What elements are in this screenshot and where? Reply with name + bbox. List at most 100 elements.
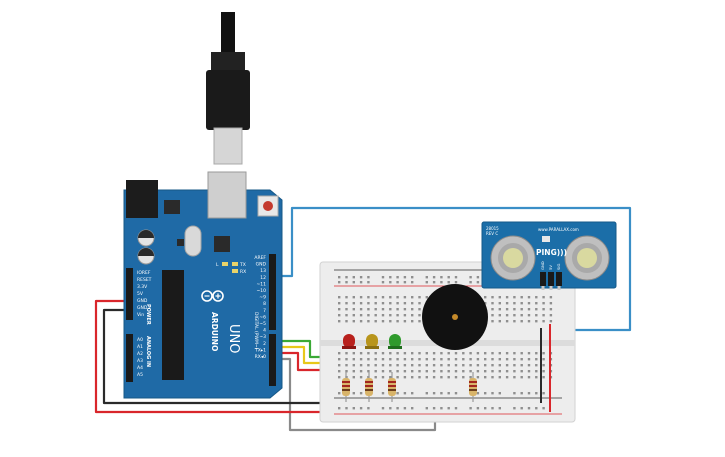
breadboard-hole[interactable] — [520, 302, 523, 305]
breadboard-hole[interactable] — [389, 352, 392, 355]
breadboard-hole[interactable] — [491, 364, 494, 367]
breadboard-hole[interactable] — [513, 352, 516, 355]
breadboard-hole[interactable] — [411, 407, 414, 410]
breadboard-hole[interactable] — [374, 320, 377, 323]
breadboard-hole[interactable] — [411, 376, 414, 379]
breadboard-hole[interactable] — [505, 352, 509, 355]
breadboard-hole[interactable] — [432, 364, 436, 367]
breadboard-hole[interactable] — [484, 296, 487, 299]
breadboard-hole[interactable] — [527, 320, 531, 323]
breadboard-hole[interactable] — [381, 276, 385, 279]
breadboard-hole[interactable] — [527, 296, 531, 299]
breadboard-hole[interactable] — [513, 407, 516, 410]
breadboard-hole[interactable] — [403, 358, 407, 361]
breadboard-hole[interactable] — [345, 370, 348, 373]
breadboard-hole[interactable] — [454, 370, 458, 373]
breadboard-hole[interactable] — [367, 370, 370, 373]
breadboard-hole[interactable] — [535, 302, 538, 305]
breadboard-hole[interactable] — [411, 364, 414, 367]
breadboard-hole[interactable] — [440, 352, 443, 355]
breadboard-hole[interactable] — [527, 302, 531, 305]
breadboard-hole[interactable] — [345, 302, 348, 305]
breadboard-hole[interactable] — [491, 308, 494, 311]
breadboard-hole[interactable] — [411, 392, 414, 395]
breadboard-hole[interactable] — [476, 358, 480, 361]
breadboard-hole[interactable] — [498, 314, 501, 317]
breadboard-hole[interactable] — [454, 392, 458, 395]
breadboard-hole[interactable] — [389, 376, 392, 379]
breadboard-hole[interactable] — [513, 376, 516, 379]
breadboard-hole[interactable] — [498, 358, 501, 361]
breadboard-hole[interactable] — [389, 302, 392, 305]
breadboard-hole[interactable] — [403, 276, 407, 279]
breadboard-hole[interactable] — [527, 352, 531, 355]
breadboard-hole[interactable] — [403, 296, 407, 299]
sensor-pin-header[interactable] — [540, 272, 546, 286]
breadboard-hole[interactable] — [338, 320, 341, 323]
breadboard-hole[interactable] — [447, 407, 450, 410]
breadboard-hole[interactable] — [389, 308, 392, 311]
breadboard-hole[interactable] — [389, 314, 392, 317]
breadboard-hole[interactable] — [535, 314, 538, 317]
breadboard-hole[interactable] — [476, 276, 480, 279]
breadboard-hole[interactable] — [345, 407, 348, 410]
breadboard-hole[interactable] — [367, 352, 370, 355]
breadboard-hole[interactable] — [549, 302, 553, 305]
breadboard-hole[interactable] — [454, 276, 458, 279]
breadboard-hole[interactable] — [345, 320, 348, 323]
breadboard-hole[interactable] — [454, 376, 458, 379]
breadboard-hole[interactable] — [440, 364, 443, 367]
breadboard-hole[interactable] — [513, 320, 516, 323]
breadboard-hole[interactable] — [367, 281, 370, 284]
breadboard-hole[interactable] — [520, 314, 523, 317]
breadboard-hole[interactable] — [469, 276, 472, 279]
breadboard-hole[interactable] — [520, 407, 523, 410]
breadboard-hole[interactable] — [396, 352, 399, 355]
breadboard-hole[interactable] — [491, 392, 494, 395]
breadboard-hole[interactable] — [367, 276, 370, 279]
breadboard-hole[interactable] — [491, 358, 494, 361]
breadboard-hole[interactable] — [527, 358, 531, 361]
breadboard-hole[interactable] — [513, 302, 516, 305]
breadboard-hole[interactable] — [352, 276, 355, 279]
breadboard-hole[interactable] — [505, 364, 509, 367]
breadboard-hole[interactable] — [425, 276, 428, 279]
breadboard-hole[interactable] — [411, 370, 414, 373]
breadboard-hole[interactable] — [513, 296, 516, 299]
breadboard-hole[interactable] — [513, 370, 516, 373]
breadboard-hole[interactable] — [425, 358, 428, 361]
breadboard-hole[interactable] — [535, 364, 538, 367]
breadboard-hole[interactable] — [381, 358, 385, 361]
breadboard-hole[interactable] — [542, 370, 545, 373]
breadboard-hole[interactable] — [338, 407, 341, 410]
breadboard-hole[interactable] — [440, 276, 443, 279]
breadboard-hole[interactable] — [374, 364, 377, 367]
led-red[interactable] — [342, 334, 356, 349]
breadboard-hole[interactable] — [345, 281, 348, 284]
breadboard-hole[interactable] — [396, 308, 399, 311]
breadboard-hole[interactable] — [527, 314, 531, 317]
breadboard-hole[interactable] — [338, 352, 341, 355]
ping-ultrasonic-sensor[interactable]: www.PARALLAX.com 28015 REV C PING))) GND… — [481, 221, 617, 290]
breadboard-hole[interactable] — [432, 281, 436, 284]
breadboard-hole[interactable] — [454, 407, 458, 410]
breadboard-hole[interactable] — [403, 281, 407, 284]
breadboard-hole[interactable] — [440, 370, 443, 373]
breadboard-hole[interactable] — [535, 308, 538, 311]
breadboard-hole[interactable] — [396, 358, 399, 361]
breadboard-hole[interactable] — [476, 281, 480, 284]
breadboard-hole[interactable] — [389, 276, 392, 279]
breadboard-hole[interactable] — [367, 364, 370, 367]
resistor-1[interactable] — [342, 372, 350, 402]
breadboard-hole[interactable] — [520, 370, 523, 373]
breadboard-hole[interactable] — [447, 276, 450, 279]
breadboard-hole[interactable] — [542, 302, 545, 305]
breadboard-hole[interactable] — [440, 407, 443, 410]
breadboard-hole[interactable] — [542, 407, 545, 410]
breadboard-hole[interactable] — [338, 281, 341, 284]
breadboard-hole[interactable] — [505, 308, 509, 311]
breadboard-hole[interactable] — [469, 364, 472, 367]
breadboard-hole[interactable] — [359, 392, 363, 395]
breadboard-hole[interactable] — [432, 392, 436, 395]
breadboard-hole[interactable] — [484, 352, 487, 355]
